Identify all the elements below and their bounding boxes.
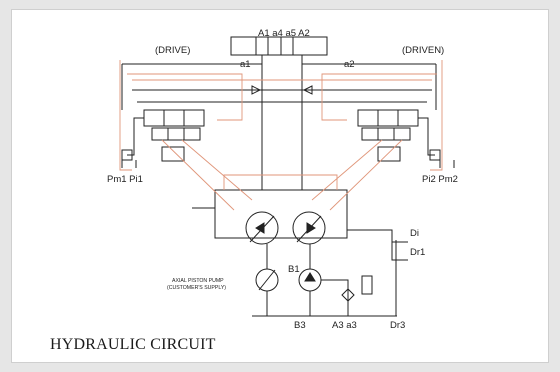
driven-valve <box>357 109 419 127</box>
dr3-label: Dr3 <box>390 320 405 331</box>
b3-label: B3 <box>294 320 306 331</box>
hydraulic-circuit-diagram: (DRIVE) (DRIVEN) A1 a4 a5 A2 a1 a2 Pm1 P… <box>107 28 458 331</box>
pump-label-line2: (CUSTOMER'S SUPPLY) <box>167 285 226 291</box>
check-valve-left <box>251 85 262 95</box>
check-valve-right <box>302 85 313 95</box>
pm1-pi1-label: Pm1 Pi1 <box>107 174 143 185</box>
drive-motor <box>245 211 279 245</box>
a2-label: a2 <box>344 59 355 70</box>
driven-label: (DRIVEN) <box>402 45 444 56</box>
di-label: Di <box>410 228 419 239</box>
pump-label-line1: AXIAL PISTON PUMP <box>172 278 224 284</box>
pilot-line-left <box>119 60 132 171</box>
drive-label: (DRIVE) <box>155 45 190 56</box>
drive-supply-line <box>122 63 263 190</box>
figure-caption: HYDRAULIC CIRCUIT <box>50 336 216 353</box>
top-port-block <box>230 36 328 56</box>
motor-block <box>214 189 348 239</box>
dr1-label: Dr1 <box>410 247 425 258</box>
driven-motor <box>292 211 326 245</box>
pi2-pm2-label: Pi2 Pm2 <box>422 174 458 185</box>
a3-label: A3 a3 <box>332 320 357 331</box>
drive-valve <box>143 109 205 127</box>
pilot-line-right <box>430 60 443 171</box>
figure-frame: (DRIVE) (DRIVEN) A1 a4 a5 A2 a1 a2 Pm1 P… <box>11 9 549 363</box>
b1-label: B1 <box>288 264 300 275</box>
top-ports-label: A1 a4 a5 A2 <box>258 28 310 39</box>
a1-label: a1 <box>240 59 251 70</box>
